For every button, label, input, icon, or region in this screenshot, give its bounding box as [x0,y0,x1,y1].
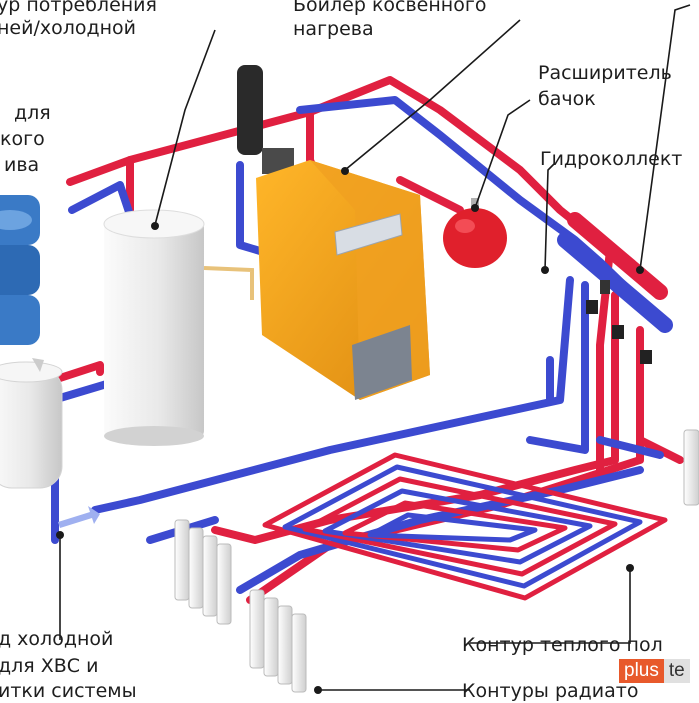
label-expansion-line2: бачок [538,88,596,110]
label-consumer-circuit-line2: ней/холодной [0,17,137,39]
label-underfloor: Контур теплого пол [462,634,663,656]
brand-part1: plus [619,659,664,683]
indirect-boiler [103,209,254,446]
label-tank-line3: ива [4,154,40,176]
leader-dots [56,167,644,694]
label-hydro-collector: Гидроколлект [540,148,683,170]
label-boiler-line2: нагрева [293,18,374,40]
label-tank-line2: кого [0,128,45,150]
expansion-tank [443,198,507,268]
inlet-arrow-icon [58,506,100,528]
label-expansion-line1: Расширитель [538,62,672,84]
label-consumer-circuit-line1: ур потребления [0,0,157,16]
label-boiler-line1: Бойлер косвенного [293,0,487,16]
label-radiators: Контуры радиато [462,680,639,702]
storage-tanks [0,195,40,345]
radiator-2 [249,589,307,693]
brand-logo: plus te [619,659,690,683]
label-cold-water-line1: д холодной [0,628,114,650]
label-cold-water-line3: итки системы [0,680,137,702]
radiator-3 [683,429,699,506]
heating-boiler [237,65,430,400]
label-cold-water-line2: для ХВС и [0,655,99,677]
hydro-collector [557,212,673,364]
label-tank-line1: для [14,102,51,124]
underfloor-heating-loop [262,452,668,601]
small-tank [0,358,63,489]
radiator-1 [174,519,232,625]
leader-lines [59,4,691,691]
brand-part2: te [663,659,690,683]
